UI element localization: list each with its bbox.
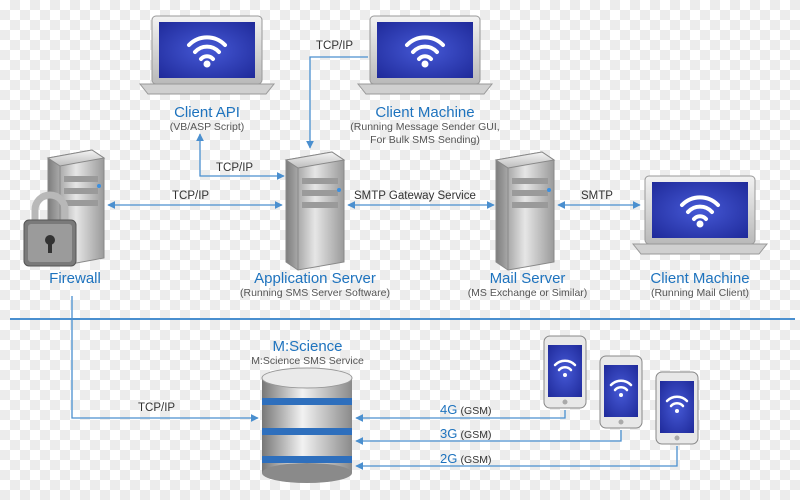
database-icon — [261, 367, 353, 483]
client-api-subtitle: (VB/ASP Script) — [169, 121, 245, 133]
mail-server-subtitle: (MS Exchange or Similar) — [467, 287, 588, 299]
client-api-title: Client API — [174, 104, 240, 121]
edge-label-4g: 4G (GSM) — [440, 402, 491, 417]
edge-label-api-tcpip: TCP/IP — [216, 162, 254, 174]
edge-label-firewall-tcpip: TCP/IP — [172, 190, 210, 202]
connector-3g — [355, 430, 622, 445]
edge-label-bottom-tcpip: TCP/IP — [138, 402, 176, 414]
net-4g-label: 4G — [440, 402, 458, 417]
connectors — [71, 56, 678, 470]
client-machine-top-laptop-icon — [356, 15, 494, 95]
net-3g-sub: (GSM) — [460, 429, 492, 441]
net-4g-sub: (GSM) — [460, 405, 492, 417]
mail-server-title: Mail Server — [489, 270, 566, 287]
section-divider — [10, 318, 795, 320]
net-2g-label: 2G — [440, 451, 458, 466]
mscience-label: M:Science M:Science SMS Service — [240, 338, 375, 368]
edge-label-smtp: SMTP — [581, 190, 613, 202]
connector-4g — [355, 410, 566, 422]
firewall-label: Firewall — [20, 270, 130, 287]
phone-2g-icon — [655, 371, 699, 445]
connector-top-tcpip — [306, 56, 368, 149]
client-machine-right-title: Client Machine — [650, 270, 750, 287]
application-server-subtitle: (Running SMS Server Software) — [240, 287, 390, 299]
edge-label-2g: 2G (GSM) — [440, 451, 491, 466]
client-machine-right-label: Client Machine (Running Mail Client) — [625, 270, 775, 300]
connector-2g — [355, 446, 678, 470]
application-server-title: Application Server — [254, 270, 376, 287]
edge-label-smtp-gateway: SMTP Gateway Service — [354, 190, 476, 202]
client-machine-top-subtitle-1: (Running Message Sender GUI, — [350, 121, 500, 133]
mail-server-label: Mail Server (MS Exchange or Similar) — [450, 270, 605, 300]
edge-label-3g: 3G (GSM) — [440, 426, 491, 441]
client-machine-right-laptop-icon — [631, 175, 769, 255]
connector-bottom-tcpip — [71, 296, 259, 422]
edge-label-top-tcpip: TCP/IP — [316, 40, 354, 52]
client-api-label: Client API (VB/ASP Script) — [142, 104, 272, 134]
phone-3g-icon — [599, 355, 643, 429]
connector-api-tcpip — [196, 133, 285, 180]
client-machine-top-title: Client Machine — [375, 104, 475, 121]
application-server-icon — [284, 151, 346, 271]
net-2g-sub: (GSM) — [460, 454, 492, 466]
padlock-icon — [23, 191, 77, 267]
mscience-title: M:Science — [272, 338, 343, 355]
application-server-label: Application Server (Running SMS Server S… — [220, 270, 410, 300]
phone-4g-icon — [543, 335, 587, 409]
client-machine-top-label: Client Machine (Running Message Sender G… — [335, 104, 515, 147]
client-api-laptop-icon — [138, 15, 276, 95]
firewall-title: Firewall — [49, 270, 101, 287]
net-3g-label: 3G — [440, 426, 458, 441]
mail-server-icon — [494, 151, 556, 271]
client-machine-right-subtitle: (Running Mail Client) — [650, 287, 750, 299]
mscience-subtitle: M:Science SMS Service — [251, 355, 364, 367]
client-machine-top-subtitle-2: For Bulk SMS Sending) — [370, 134, 480, 146]
